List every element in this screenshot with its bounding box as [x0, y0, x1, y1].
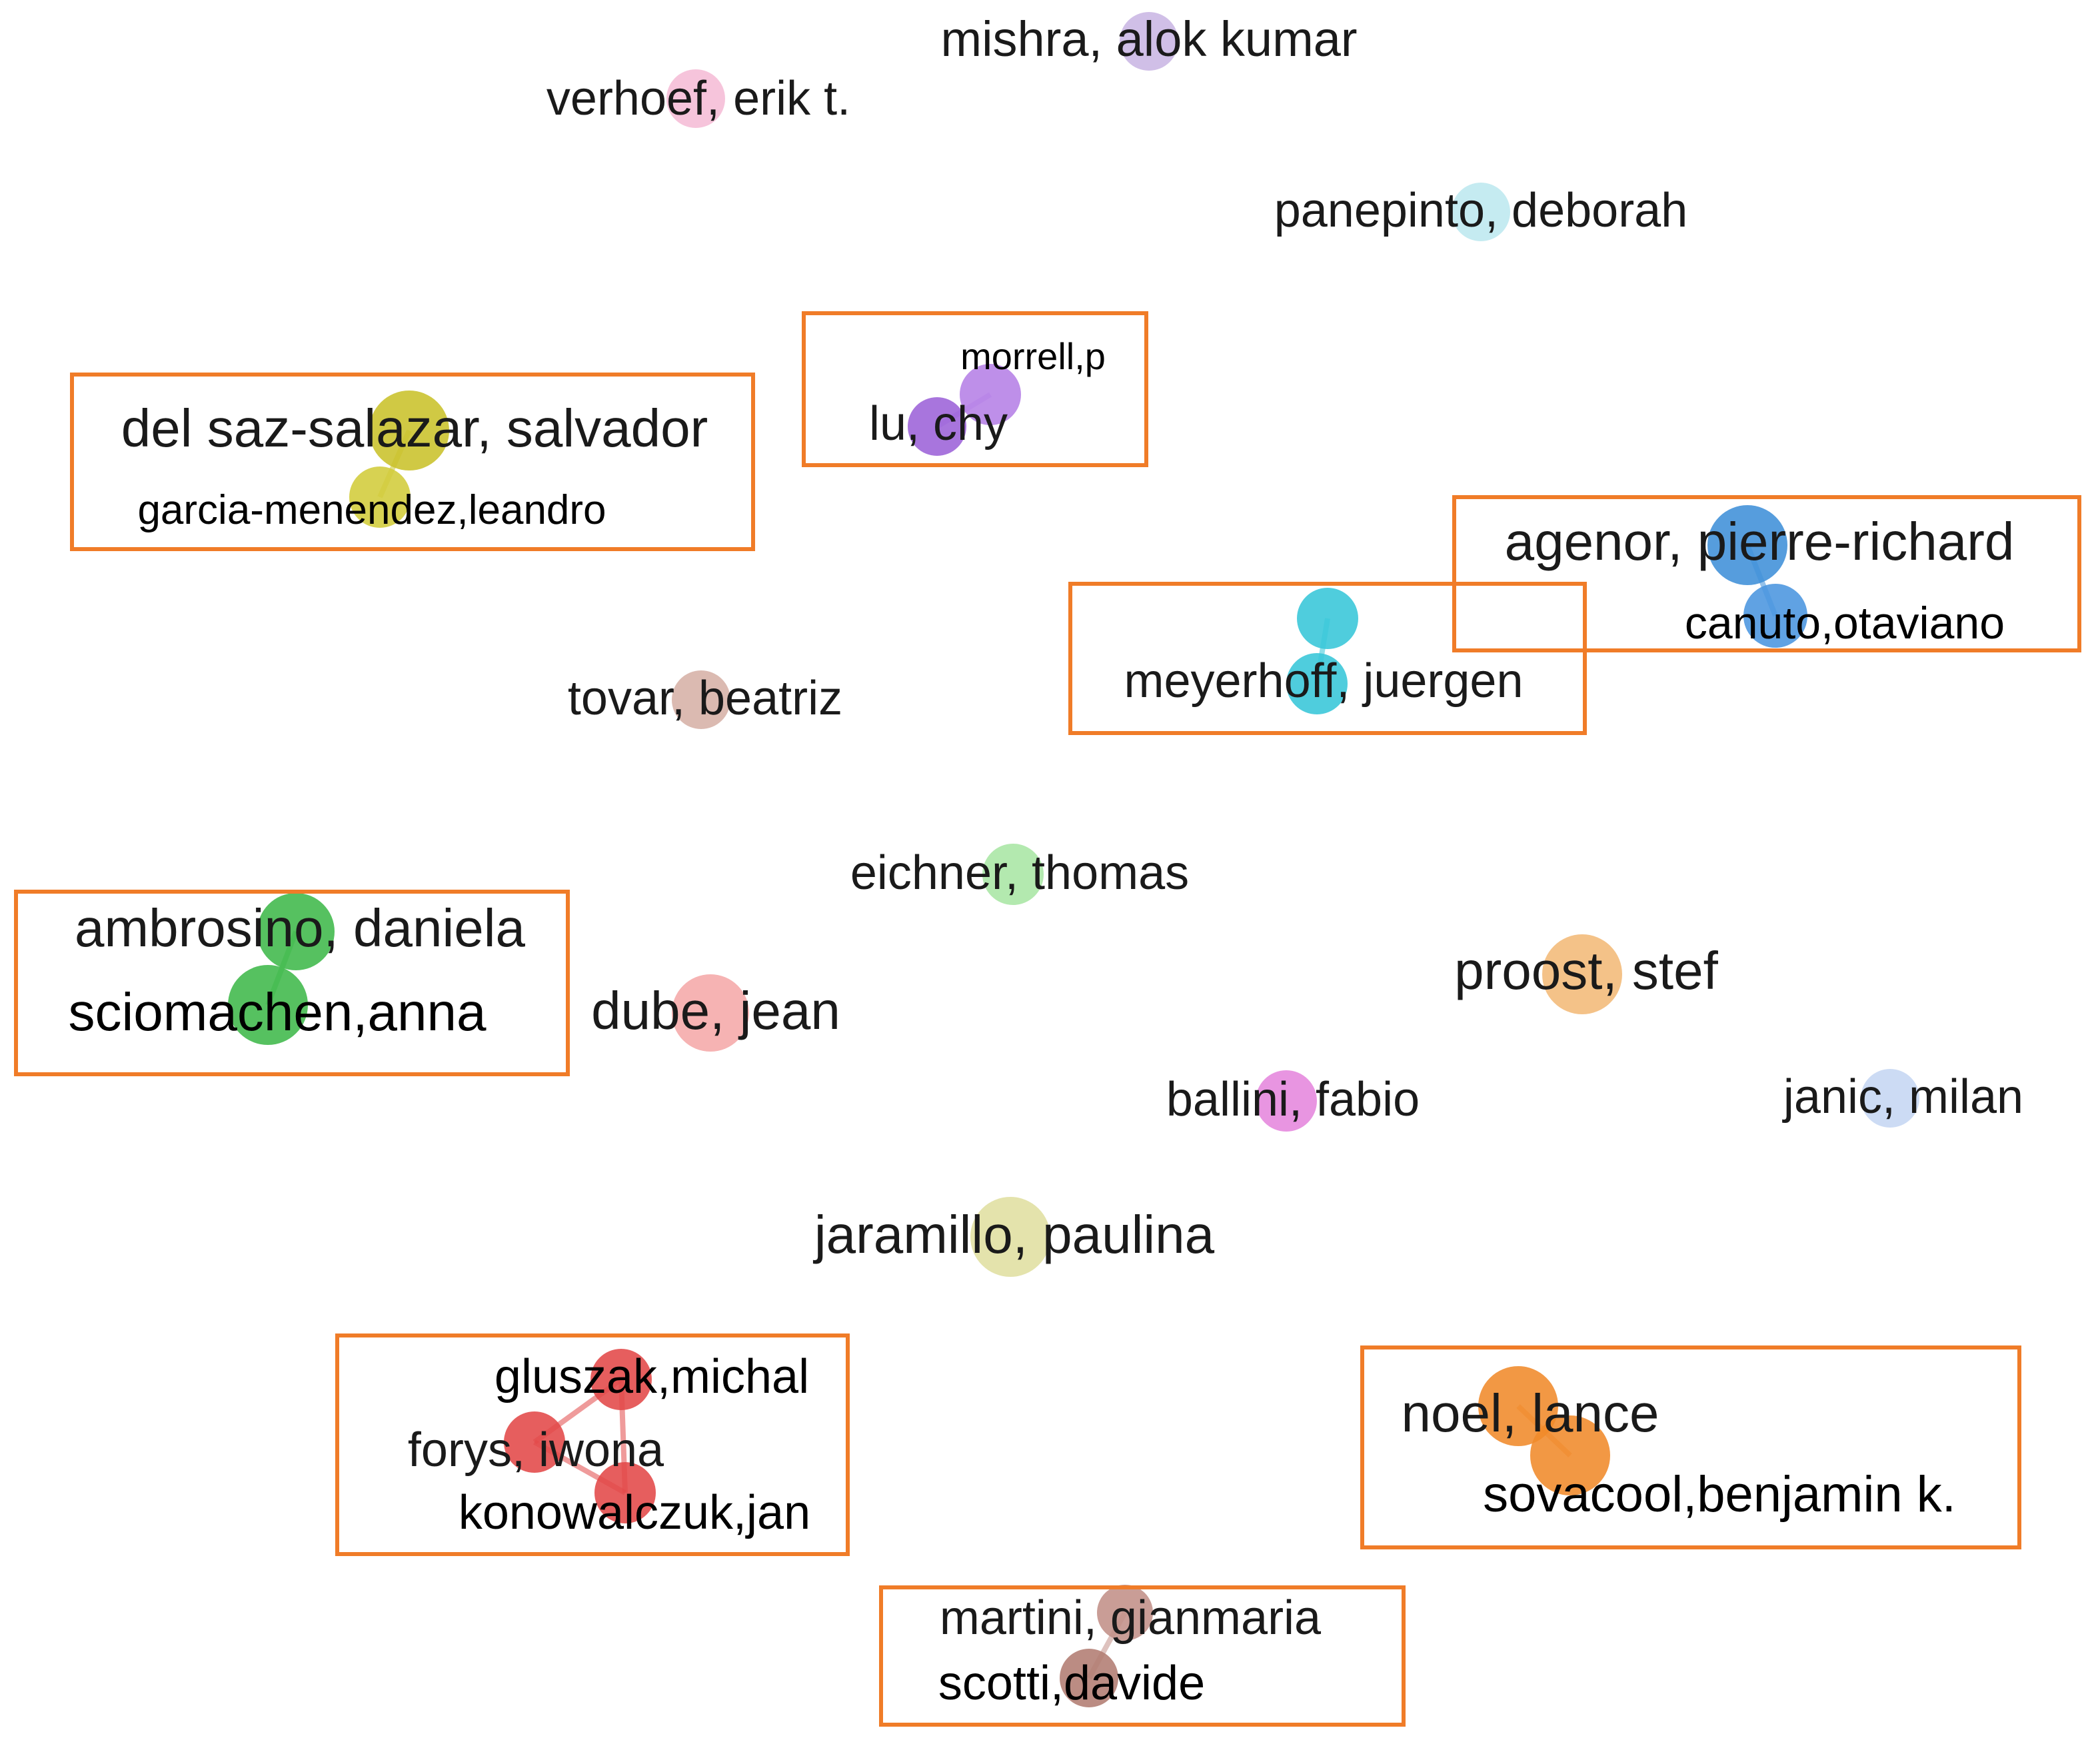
label-ambrosino: ambrosino, daniela	[75, 898, 525, 958]
label-proost: proost, stef	[1454, 941, 1719, 1000]
node-konowalczuk[interactable]	[594, 1462, 656, 1523]
label-sovacool: sovacool,benjamin k.	[1483, 1466, 1956, 1523]
highlight-box-delsaz-garcia	[70, 373, 755, 551]
label-jaramillo: jaramillo, paulina	[813, 1205, 1215, 1264]
node-delsaz[interactable]	[369, 391, 449, 470]
label-martini: martini, gianmaria	[940, 1591, 1322, 1645]
label-delsaz: del saz-salazar, salvador	[121, 399, 708, 458]
node-mishra[interactable]	[1120, 12, 1178, 71]
label-meyerhoff: meyerhoff, juergen	[1124, 654, 1523, 708]
node-scotti[interactable]	[1060, 1649, 1118, 1707]
node-lu[interactable]	[908, 397, 966, 456]
label-tovar: tovar, beatriz	[568, 672, 842, 725]
label-ballini: ballini, fabio	[1166, 1073, 1420, 1126]
label-forys: forys, iwona	[408, 1423, 664, 1477]
node-noel[interactable]	[1478, 1366, 1558, 1446]
highlight-boxes	[14, 311, 2081, 1727]
node-meyerhoff[interactable]	[1286, 653, 1348, 714]
label-verhoef: verhoef, erik t.	[546, 72, 850, 125]
label-dube: dube, jean	[591, 981, 840, 1040]
label-morrell: morrell,p	[960, 335, 1106, 377]
highlight-box-agenor-canuto	[1452, 495, 2081, 652]
label-eichner: eichner, thomas	[850, 846, 1189, 900]
label-lu: lu, chy	[869, 397, 1008, 450]
highlight-box-ambrosino-sciomachen	[14, 890, 570, 1076]
node-jaramillo[interactable]	[970, 1197, 1050, 1277]
labels-layer: mishra, alok kumar verhoef, erik t. pane…	[68, 11, 2023, 1710]
node-forys[interactable]	[504, 1411, 565, 1473]
label-gluszak: gluszak,michal	[495, 1350, 809, 1403]
label-konowalczuk: konowalczuk,jan	[459, 1486, 810, 1539]
node-tovar[interactable]	[672, 670, 730, 729]
label-agenor: agenor, pierre-richard	[1505, 512, 2015, 571]
nodes-layer	[228, 12, 1919, 1707]
node-dube[interactable]	[672, 974, 749, 1052]
label-scotti: scotti,davide	[938, 1657, 1205, 1710]
label-noel: noel, lance	[1402, 1383, 1659, 1443]
label-sciomachen: sciomachen,anna	[68, 982, 487, 1042]
highlight-box-meyerhoff	[1068, 582, 1587, 735]
node-martini[interactable]	[1097, 1585, 1153, 1641]
node-gluszak[interactable]	[590, 1349, 652, 1410]
node-panepinto[interactable]	[1452, 183, 1510, 241]
node-sciomachen[interactable]	[228, 965, 308, 1045]
node-proost[interactable]	[1542, 934, 1622, 1014]
node-ballini[interactable]	[1256, 1070, 1317, 1132]
label-mishra: mishra, alok kumar	[940, 11, 1357, 67]
label-garcia: garcia-menendez,leandro	[137, 487, 606, 533]
node-morrell[interactable]	[960, 364, 1021, 425]
node-sovacool[interactable]	[1530, 1415, 1610, 1495]
label-canuto: canuto,otaviano	[1685, 598, 2005, 648]
node-canuto[interactable]	[1743, 584, 1807, 648]
highlight-box-martini-scotti	[879, 1585, 1406, 1727]
node-verhoef[interactable]	[666, 69, 725, 128]
highlight-box-noel-sovacool	[1360, 1345, 2021, 1549]
node-agenor[interactable]	[1707, 505, 1787, 585]
node-garcia[interactable]	[349, 466, 411, 528]
node-meyer-top[interactable]	[1297, 588, 1358, 649]
node-eichner[interactable]	[982, 844, 1044, 905]
highlight-box-gluszak-forys-konowalczuk	[335, 1333, 850, 1556]
node-janic[interactable]	[1861, 1069, 1919, 1128]
label-panepinto: panepinto, deborah	[1274, 184, 1688, 237]
node-ambrosino[interactable]	[257, 893, 335, 970]
highlight-box-morrell-lu	[802, 311, 1148, 467]
label-janic: janic, milan	[1782, 1070, 2023, 1124]
